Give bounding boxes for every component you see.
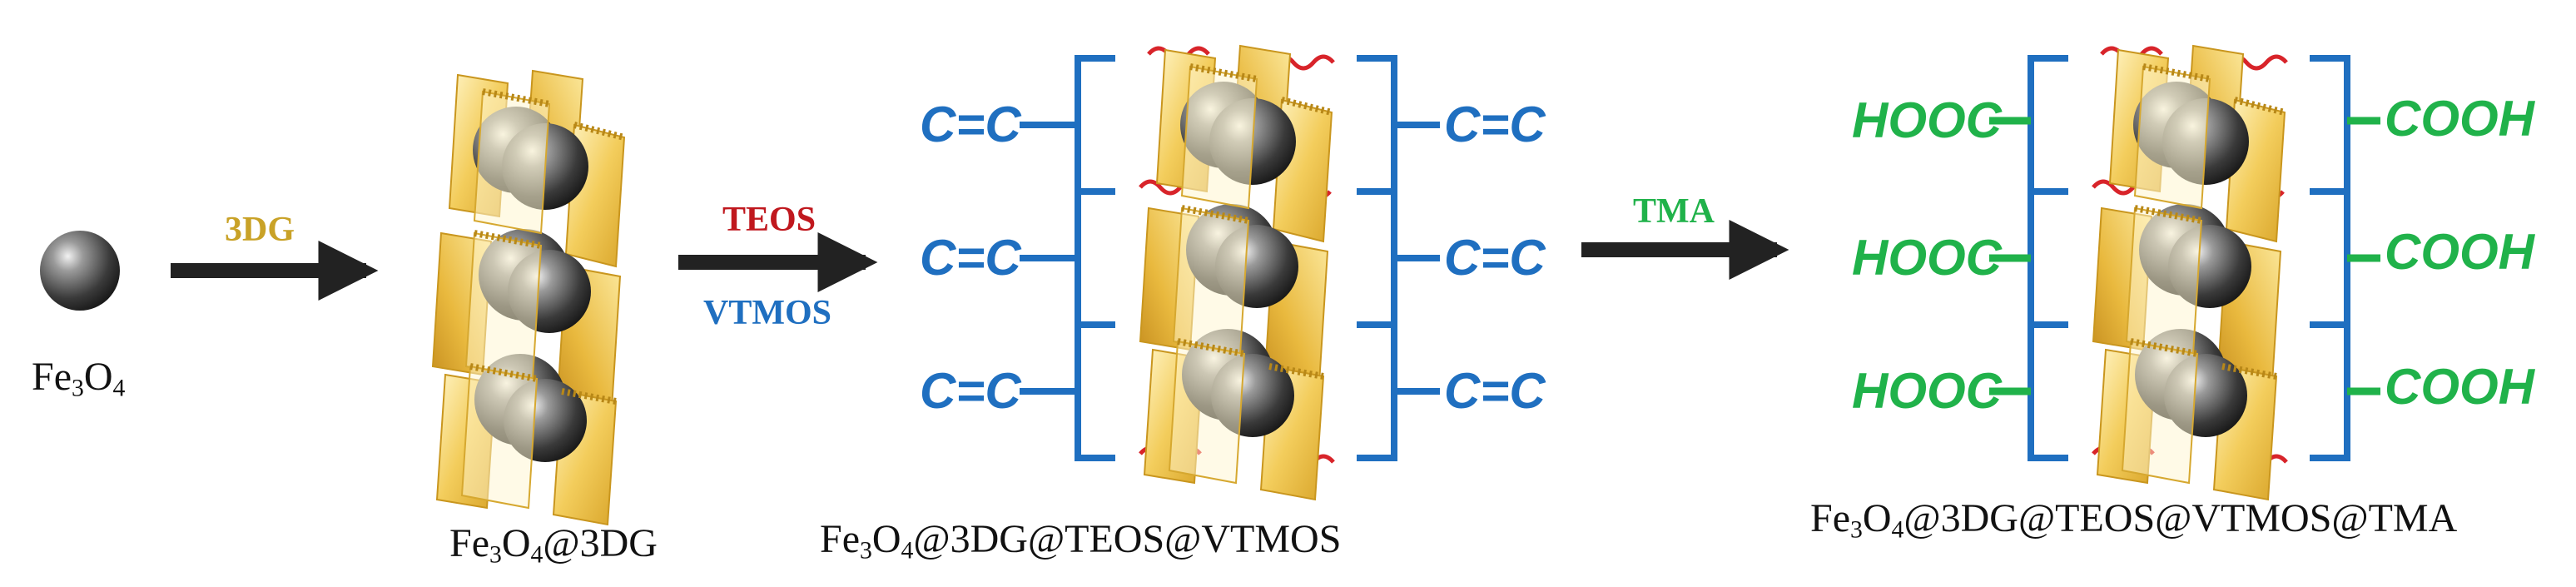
label-fe3o4-3dg-teos-vtmos-tma: Fe3O4@3DG@TEOS@VTMOS@TMA (1810, 496, 2458, 544)
vinyl-group-left-2: C=C (920, 230, 1021, 286)
carboxyl-group-right-1: COOH (2385, 91, 2534, 147)
carboxyl-group-left-2: HOOC (1852, 230, 2002, 286)
vinyl-group-right-2: C=C (1444, 230, 1546, 286)
vinyl-group-left-1: C=C (920, 97, 1021, 152)
carboxyl-group-right-2: COOH (2385, 224, 2534, 280)
carboxyl-group-right-3: COOH (2385, 359, 2534, 415)
vinyl-group-left-3: C=C (920, 363, 1021, 419)
fe3o4-sphere (40, 231, 120, 311)
reagent-tma: TMA (1633, 192, 1715, 231)
fe3o4-3dg-teos-vtmos-tma-cluster (1989, 46, 2380, 500)
reagent-vtmos: VTMOS (703, 294, 832, 332)
reagent-teos: TEOS (722, 201, 816, 239)
carboxyl-group-left-1: HOOC (1852, 92, 2002, 148)
label-fe3o4-3dg: Fe3O4@3DG (449, 521, 658, 569)
reagent-3dg: 3DG (225, 211, 295, 249)
fe3o4-3dg-teos-vtmos-cluster (1020, 46, 1440, 500)
label-fe3o4-3dg-teos-vtmos: Fe3O4@3DG@TEOS@VTMOS (820, 517, 1342, 565)
vinyl-group-right-1: C=C (1444, 97, 1546, 152)
carboxyl-group-left-3: HOOC (1852, 363, 2002, 419)
vinyl-group-right-3: C=C (1444, 363, 1546, 419)
label-fe3o4: Fe3O4 (32, 355, 126, 402)
fe3o4-3dg-cluster (433, 71, 624, 525)
